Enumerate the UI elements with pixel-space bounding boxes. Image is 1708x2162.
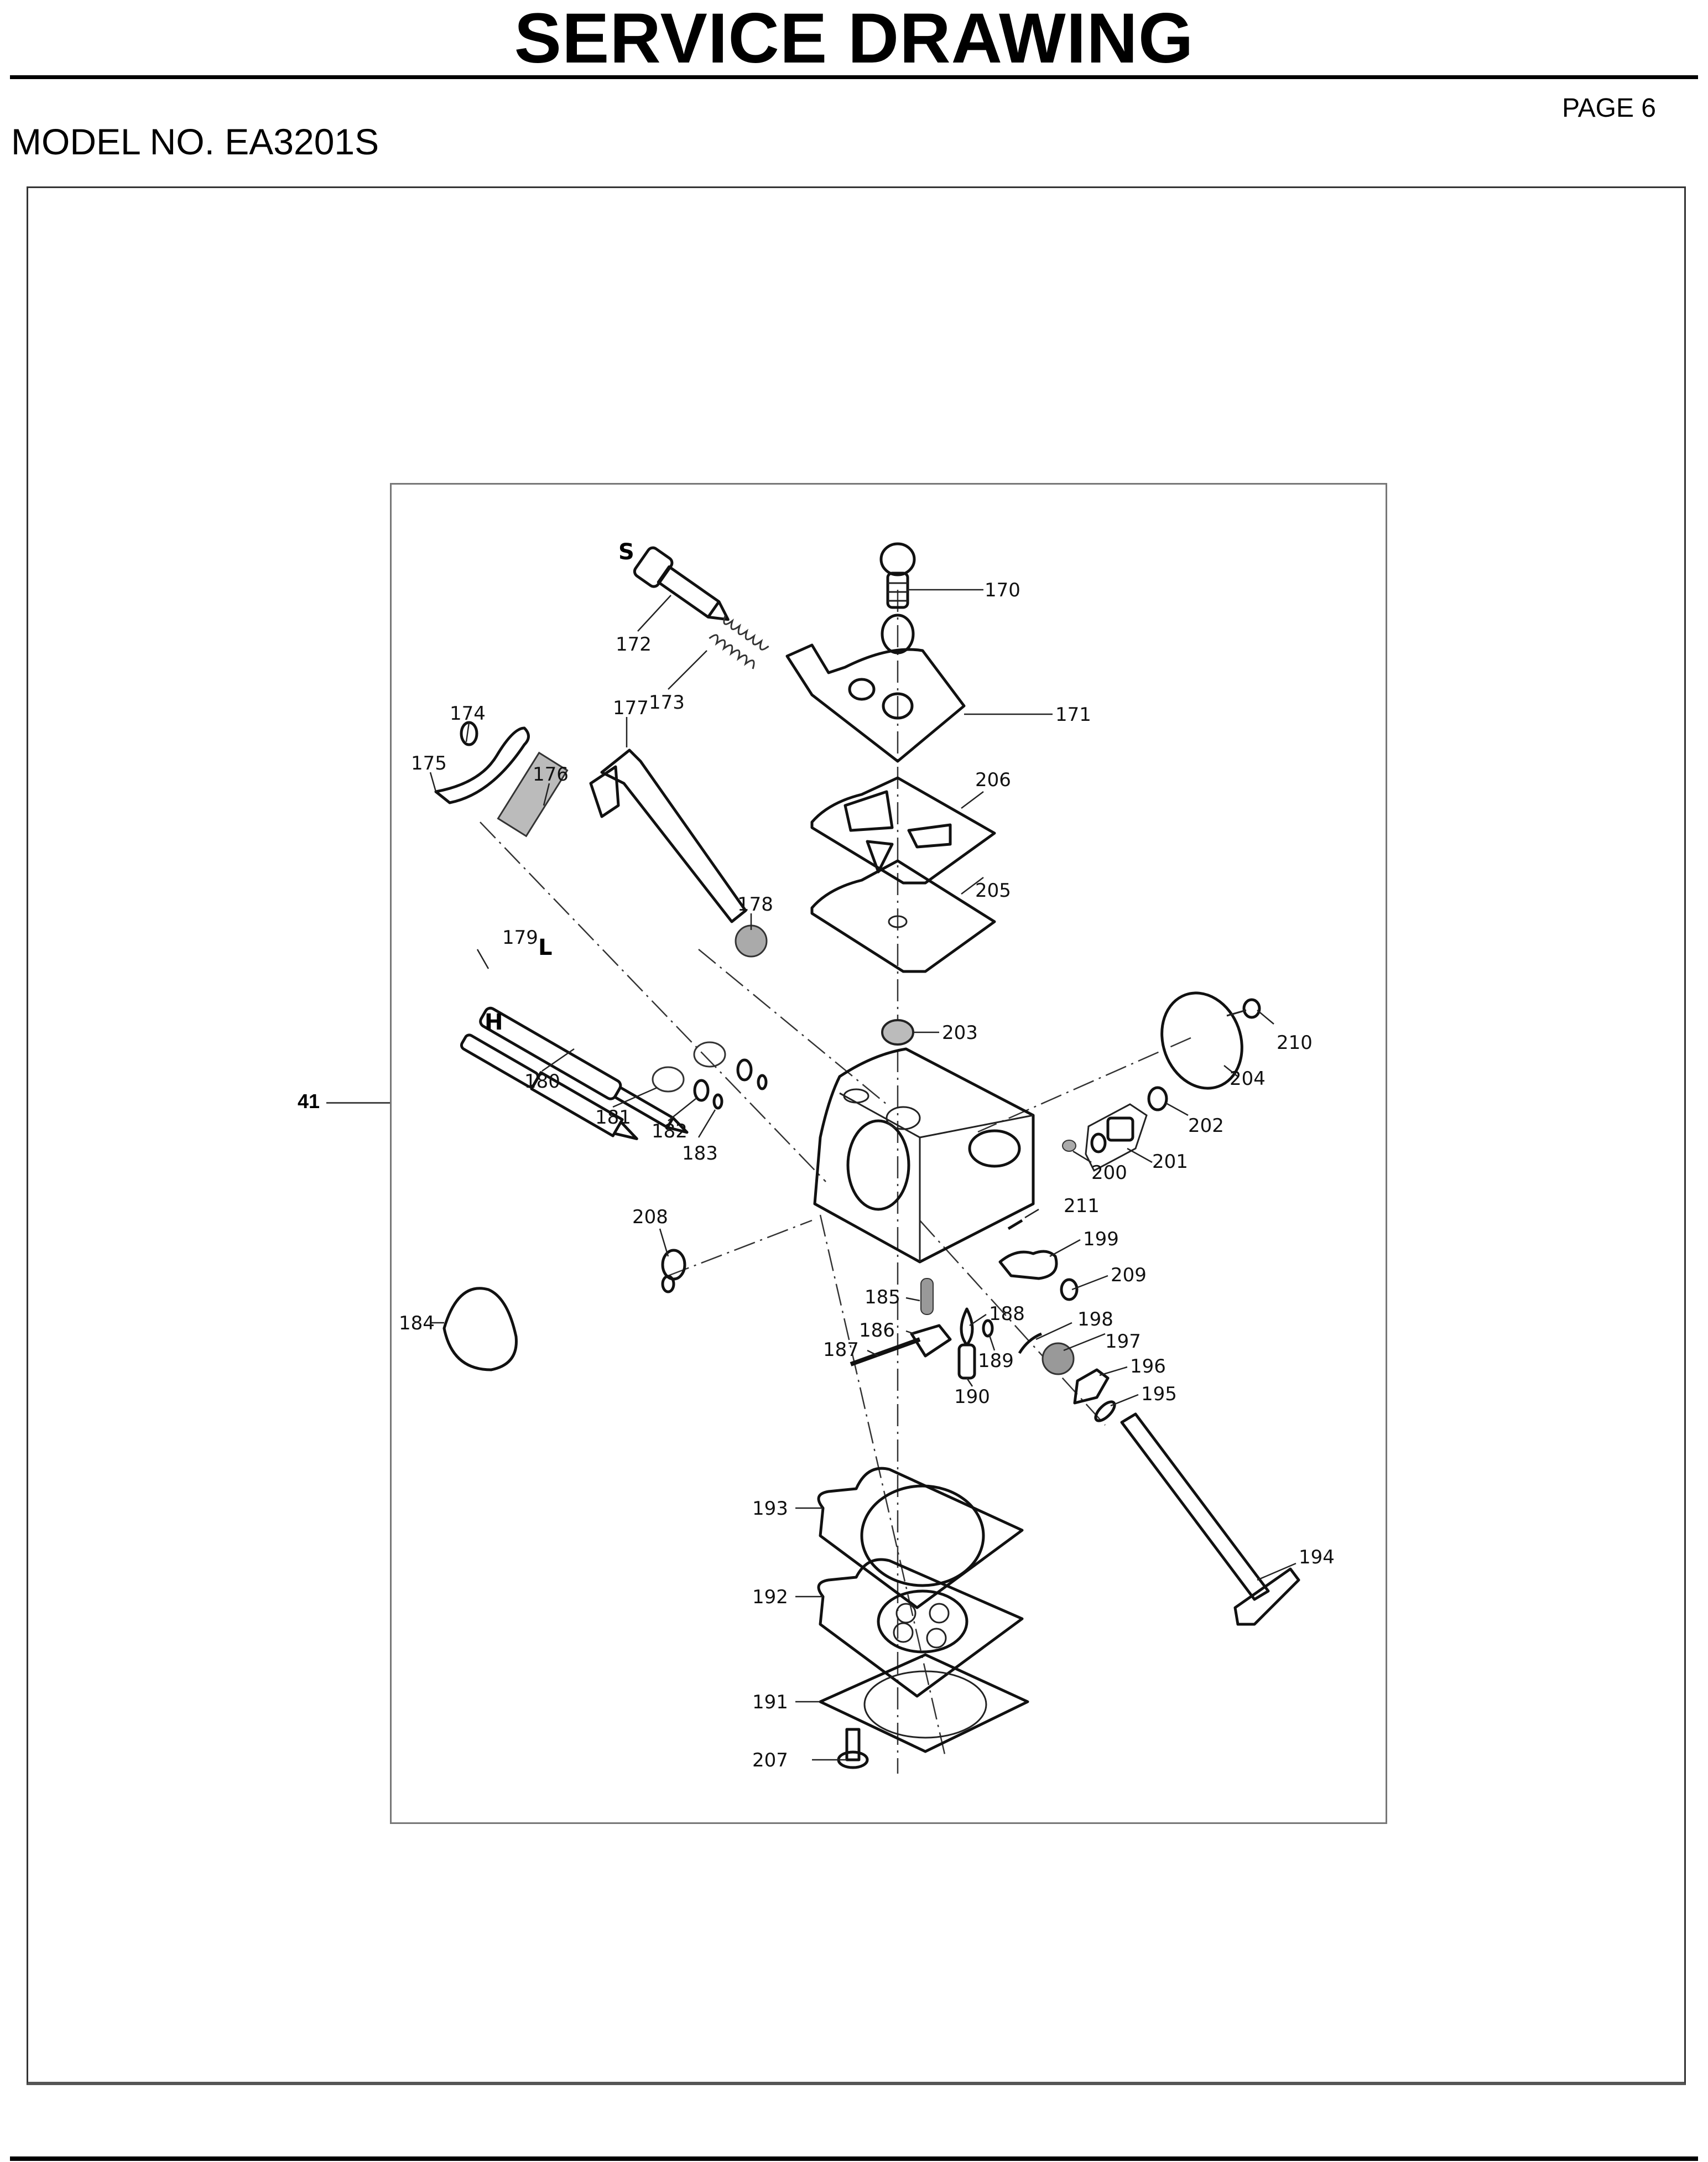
drawing-frame (27, 186, 1686, 2085)
exploded-diagram: S L H 170 171 172 173 174 175 176 177 17… (390, 483, 1387, 1824)
part-194-choke-shaft (1120, 1412, 1300, 1626)
part-label: 184 (399, 1312, 435, 1334)
part-label: 210 (1277, 1032, 1313, 1054)
part-199-lever (998, 1250, 1058, 1280)
part-label: 195 (1141, 1383, 1177, 1405)
part-label: 178 (737, 893, 773, 916)
part-label: 172 (616, 633, 652, 656)
part-label: 203 (942, 1022, 978, 1044)
part-label: 180 (524, 1070, 560, 1093)
part-label: 204 (1230, 1068, 1266, 1090)
label-L: L (538, 935, 553, 960)
part-label: 202 (1188, 1115, 1224, 1137)
part-189-screw (982, 1319, 994, 1338)
part-192-metering-diaphragm (817, 1558, 1024, 1698)
part-191-cover (819, 1653, 1029, 1753)
part-label: 185 (865, 1286, 900, 1308)
part-label: 181 (595, 1106, 631, 1129)
part-label: 206 (975, 769, 1011, 791)
part-label: 186 (859, 1319, 895, 1342)
carburetor-body (813, 1047, 1035, 1264)
part-175-lever (434, 726, 530, 804)
part-203-filter-screen (881, 1019, 914, 1046)
part-204-pump-diaphragm (1160, 991, 1243, 1090)
part-label: 175 (411, 752, 447, 775)
part-label: 208 (632, 1206, 668, 1228)
part-180-high-needle (460, 1033, 638, 1140)
part-195-washer (1094, 1400, 1116, 1422)
part-209-screw (1060, 1278, 1079, 1301)
part-label: 201 (1152, 1151, 1188, 1173)
part-205-gasket (810, 859, 996, 973)
part-188-needle (960, 1307, 974, 1347)
part-179-low-needle (479, 1006, 689, 1134)
part-label: 199 (1083, 1228, 1119, 1250)
group-leader-line (326, 1102, 390, 1104)
page-number: PAGE 6 (1562, 93, 1656, 123)
part-label: 174 (450, 703, 486, 725)
part-184-choke-plate (442, 1287, 518, 1371)
part-202-cap (1147, 1086, 1168, 1111)
part-label: 171 (1055, 704, 1091, 726)
part-211-clip (1007, 1219, 1023, 1230)
part-label: 177 (613, 697, 649, 719)
part-187-pin (850, 1337, 921, 1366)
page-title: SERVICE DRAWING (514, 0, 1194, 78)
part-210-screw (1226, 998, 1261, 1019)
part-201-valve-assembly (1085, 1103, 1148, 1172)
part-label: 176 (533, 763, 569, 786)
model-number: MODEL NO. EA3201S (11, 121, 379, 162)
part-label: 189 (978, 1350, 1014, 1372)
part-172-idle-screw (633, 546, 730, 621)
leader-lines (429, 589, 1296, 1761)
part-label: 205 (975, 880, 1011, 902)
part-193-gasket (817, 1467, 1024, 1609)
part-label: 193 (752, 1498, 788, 1520)
part-176-spring (497, 751, 569, 838)
part-171-pump-cover (785, 614, 966, 763)
part-label: 179 (502, 927, 538, 949)
part-207-screw (837, 1728, 869, 1769)
part-181-spring (652, 1041, 726, 1093)
part-label: 182 (652, 1120, 688, 1142)
part-label: 196 (1130, 1355, 1166, 1378)
carburetor-exploded-view: S L H 170 171 172 173 174 175 176 177 17… (399, 539, 1335, 1774)
part-label: 188 (989, 1303, 1025, 1325)
part-177-throttle-shaft (589, 749, 747, 923)
label-H: H (485, 1010, 503, 1035)
part-206-gasket (810, 776, 996, 885)
part-label: 194 (1299, 1546, 1335, 1568)
part-178-spring (735, 924, 768, 958)
part-200-spring (1062, 1140, 1076, 1152)
part-label: 173 (649, 692, 685, 714)
part-183-o-ring (712, 1074, 768, 1110)
part-196-lever (1073, 1368, 1110, 1405)
header-rule (10, 75, 1698, 79)
part-label: 183 (682, 1142, 718, 1165)
part-label: 211 (1064, 1195, 1100, 1217)
part-label: 207 (752, 1749, 788, 1771)
part-186-lever (910, 1324, 952, 1358)
part-label: 200 (1091, 1162, 1127, 1184)
part-182-washer (693, 1058, 753, 1102)
part-197-spring (1042, 1342, 1075, 1375)
part-190-seat (957, 1343, 976, 1380)
part-label: 190 (954, 1386, 990, 1408)
part-label: 197 (1105, 1331, 1141, 1353)
part-198-clip (1018, 1332, 1042, 1354)
footer-rule (10, 2156, 1698, 2161)
part-173-spring (709, 615, 769, 669)
part-label: 192 (752, 1586, 788, 1608)
part-label: 170 (985, 579, 1020, 601)
part-208-screw (661, 1249, 686, 1293)
label-S: S (618, 539, 634, 565)
part-label: 191 (752, 1691, 788, 1713)
part-185-spring (920, 1278, 934, 1315)
part-label: 187 (823, 1339, 859, 1361)
part-label: 209 (1111, 1264, 1147, 1286)
part-label: 198 (1077, 1308, 1113, 1331)
group-callout: 41 (298, 1090, 320, 1113)
